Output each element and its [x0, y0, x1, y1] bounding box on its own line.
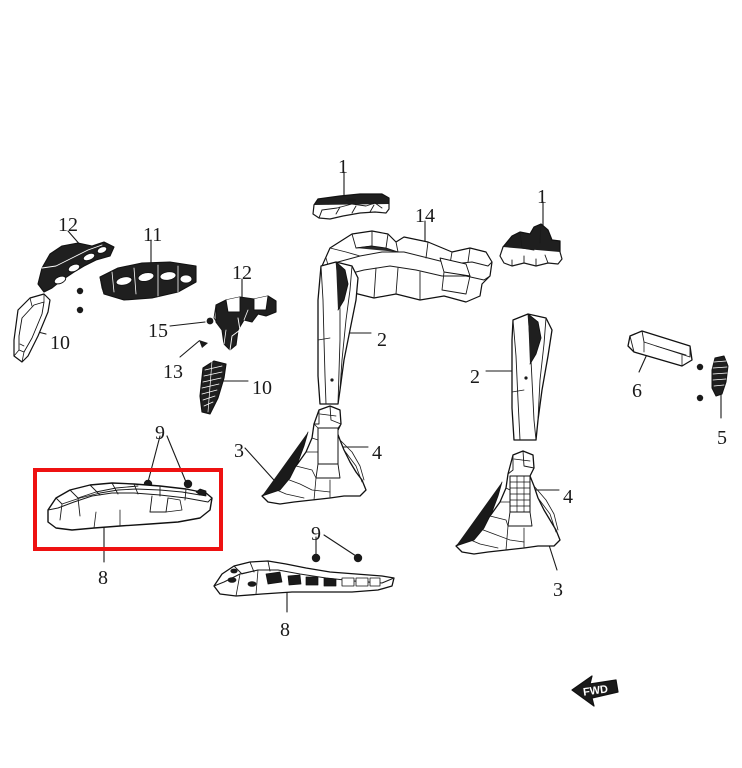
part-1-left-bracket	[312, 193, 390, 220]
part-12-lower-reinforcement	[213, 295, 277, 351]
part-11-rocker-inner-panel	[99, 261, 197, 301]
callout-number: 5	[717, 427, 727, 449]
callout-number: 11	[143, 224, 163, 246]
leader-13	[179, 340, 200, 358]
leader-9-upper-a	[147, 435, 161, 483]
dot-5-b	[696, 394, 704, 402]
callout-number: 1	[338, 156, 348, 178]
callout-number: 12	[58, 214, 78, 236]
svg-text:FWD: FWD	[582, 683, 609, 698]
dot-13-marker	[199, 340, 208, 348]
part-10-left-strip	[13, 293, 51, 363]
leader-9-lower-b	[323, 534, 357, 557]
callout-number: 3	[553, 579, 563, 601]
forward-direction-arrow: FWD	[571, 675, 619, 707]
part-8-sill-reinforcement-lower	[213, 560, 395, 597]
callout-number: 12	[232, 262, 252, 284]
part-12-upper-left-reinforcement	[37, 241, 115, 293]
callout-number: 2	[470, 366, 480, 388]
callout-number: 8	[280, 619, 290, 641]
callout-number: 10	[252, 377, 272, 399]
callout-number: 13	[163, 361, 183, 383]
dot-9-lower-a	[311, 553, 321, 563]
dot-5-a	[696, 363, 704, 371]
part-8-sill-reinforcement-upper	[47, 482, 213, 531]
callout-number: 4	[372, 442, 382, 464]
part-2-b-pillar-left	[317, 261, 359, 405]
dot-13-a	[76, 306, 84, 314]
leader-9-upper-b	[166, 435, 187, 483]
callout-number: 2	[377, 329, 387, 351]
part-2-b-pillar-right	[511, 313, 553, 441]
callout-number: 4	[563, 486, 573, 508]
callout-number: 8	[98, 567, 108, 589]
part-5-small-strip	[711, 355, 729, 397]
leader-15	[169, 321, 206, 327]
dot-9-upper-b	[183, 479, 193, 489]
leader-3-right	[548, 544, 558, 571]
callout-number: 9	[155, 422, 165, 444]
part-3-4-pillar-assembly-left	[261, 405, 367, 505]
part-10-center-strip	[199, 360, 227, 415]
dot-9-lower-b	[353, 553, 363, 563]
callout-number: 6	[632, 380, 642, 402]
part-6-sill-trim	[627, 330, 693, 367]
dot-15-a	[76, 287, 84, 295]
callout-number: 1	[537, 186, 547, 208]
part-3-4-pillar-assembly-right	[455, 450, 561, 555]
callout-number: 10	[50, 332, 70, 354]
dot-15-marker	[206, 317, 214, 325]
callout-number: 3	[234, 440, 244, 462]
callout-number: 9	[311, 523, 321, 545]
part-1-right-bracket	[499, 223, 563, 267]
callout-number: 14	[415, 205, 435, 227]
callout-number: 15	[148, 320, 168, 342]
leader-lines	[29, 171, 722, 613]
